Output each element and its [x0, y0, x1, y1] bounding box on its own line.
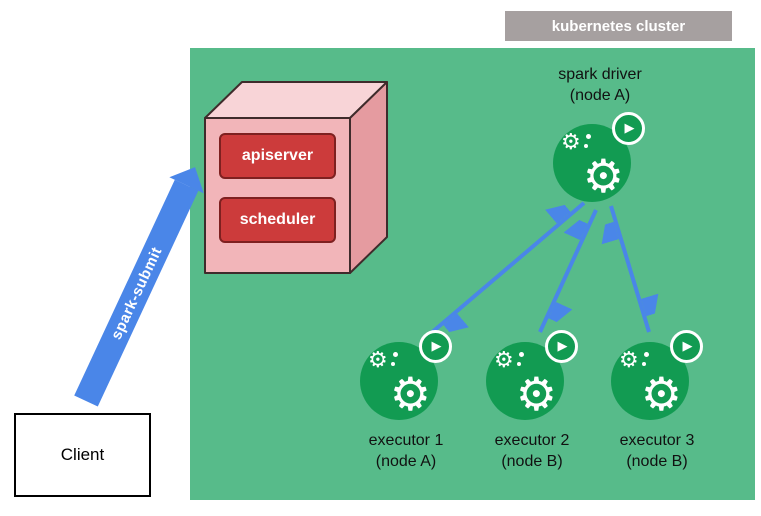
executor-3-title: executor 3 [619, 432, 695, 449]
executor-1-title: executor 1 [368, 432, 444, 449]
spark-driver-label: spark driver (node A) [515, 64, 685, 106]
dot-icon [586, 134, 591, 139]
executor-1-label: executor 1 (node A) [331, 430, 481, 472]
dot-icon [393, 352, 398, 357]
play-icon: ▶ [682, 339, 693, 354]
spark-driver-title: spark driver [558, 66, 642, 83]
spark-submit-label: spark-submit [107, 244, 166, 343]
play-icon: ▶ [624, 121, 635, 136]
executor-2-label: executor 2 (node B) [457, 430, 607, 472]
gear-icon: ⚙ [582, 149, 624, 203]
apiserver-box: apiserver [219, 133, 336, 179]
executor-2-title: executor 2 [494, 432, 570, 449]
play-badge: ▶ [612, 112, 645, 145]
spark-driver-node: (node A) [569, 87, 631, 104]
executor-3-node: (node B) [626, 453, 688, 470]
dot-icon [584, 144, 588, 148]
executor-2-icon: ⚙ ⚙ ▶ [486, 330, 578, 422]
play-icon: ▶ [557, 339, 568, 354]
play-icon: ▶ [431, 339, 442, 354]
executor-3-icon: ⚙ ⚙ ▶ [611, 330, 703, 422]
dot-icon [644, 352, 649, 357]
executor-1-icon: ⚙ ⚙ ▶ [360, 330, 452, 422]
executor-2-node: (node B) [501, 453, 563, 470]
gear-icon: ⚙ [640, 367, 682, 421]
play-badge: ▶ [419, 330, 452, 363]
gear-icon: ⚙ [368, 348, 388, 373]
dot-icon [642, 362, 646, 366]
gear-icon: ⚙ [619, 348, 639, 373]
kubernetes-cluster-label: kubernetes cluster [505, 11, 732, 41]
executor-3-label: executor 3 (node B) [582, 430, 732, 472]
spark-driver-icon: ⚙ ⚙ ▶ [553, 112, 645, 204]
gear-icon: ⚙ [389, 367, 431, 421]
scheduler-box: scheduler [219, 197, 336, 243]
spark-submit-arrow: spark-submit [74, 179, 199, 407]
dot-icon [519, 352, 524, 357]
gear-icon: ⚙ [515, 367, 557, 421]
executor-1-node: (node A) [375, 453, 437, 470]
play-badge: ▶ [545, 330, 578, 363]
client-box: Client [14, 413, 151, 497]
dot-icon [391, 362, 395, 366]
play-badge: ▶ [670, 330, 703, 363]
gear-icon: ⚙ [561, 130, 581, 155]
dot-icon [517, 362, 521, 366]
gear-icon: ⚙ [494, 348, 514, 373]
